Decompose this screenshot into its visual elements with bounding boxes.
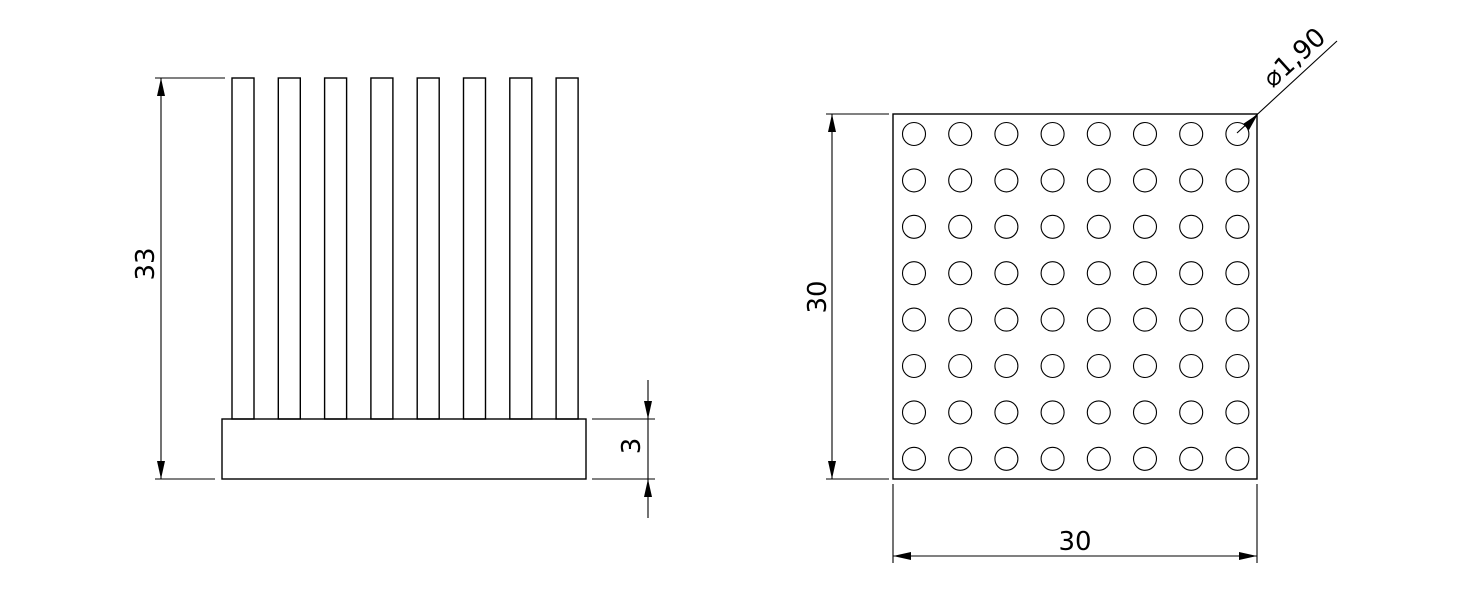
pin-hole — [948, 261, 973, 286]
pin-hole — [1179, 168, 1204, 193]
pin-hole — [948, 168, 973, 193]
arrowhead — [157, 461, 165, 479]
pin-hole — [901, 121, 927, 147]
pin-hole — [901, 400, 927, 425]
pin-hole — [948, 307, 973, 332]
fin — [416, 77, 440, 420]
pin-hole — [1132, 353, 1158, 379]
pin-hole — [1179, 446, 1204, 471]
pin-hole — [994, 446, 1019, 471]
pin-hole — [1132, 261, 1158, 286]
pin-hole — [1179, 353, 1204, 379]
pin-hole — [1086, 168, 1111, 193]
top-view: 30 30 ⌀1,90 — [803, 22, 1338, 563]
fin — [323, 77, 348, 420]
pin-hole — [994, 214, 1019, 239]
pin-hole — [1132, 400, 1158, 425]
pin-grid — [901, 121, 1250, 471]
pin-hole — [994, 121, 1019, 147]
pin-hole — [1132, 214, 1158, 239]
arrowhead — [1243, 114, 1258, 130]
pin-hole — [901, 353, 927, 379]
pin-hole — [901, 446, 927, 471]
pin-hole — [1225, 353, 1250, 379]
pin-hole — [901, 307, 927, 332]
pin-hole — [948, 400, 973, 425]
pin-hole — [1132, 446, 1158, 471]
arrowhead — [828, 114, 836, 132]
pin-hole — [994, 400, 1019, 425]
base-thickness-label: 3 — [617, 438, 647, 455]
pin-hole — [901, 168, 927, 193]
pin-hole — [1225, 307, 1250, 332]
pin-diameter-callout: ⌀1,90 — [1236, 22, 1338, 134]
fin — [370, 77, 394, 420]
pin-hole — [1132, 121, 1158, 147]
pin-hole — [1132, 168, 1158, 193]
fin — [277, 77, 301, 420]
fin — [555, 77, 579, 420]
arrowhead — [157, 78, 165, 96]
top-view-height-label: 30 — [803, 280, 833, 313]
base-thickness-dimension: 3 — [592, 380, 655, 518]
fin — [231, 77, 255, 420]
pin-hole — [1040, 400, 1065, 425]
pin-hole — [1086, 261, 1111, 286]
pin-hole — [948, 353, 973, 379]
pin-hole — [994, 168, 1019, 193]
pin-hole — [1132, 307, 1158, 332]
arrowhead — [828, 461, 836, 479]
pin-hole — [1086, 307, 1111, 332]
arrowhead — [644, 479, 652, 497]
pin-hole — [1040, 261, 1065, 286]
pin-hole — [901, 214, 927, 239]
pin-hole — [1040, 121, 1065, 147]
pin-hole — [1040, 168, 1065, 193]
pin-diameter-label: ⌀1,90 — [1257, 22, 1332, 94]
pin-hole — [948, 121, 973, 147]
side-view-base-plate — [221, 418, 587, 480]
pin-hole — [994, 353, 1019, 379]
pin-hole — [948, 214, 973, 239]
arrowhead — [644, 401, 652, 419]
fin — [509, 77, 533, 420]
pin-hole — [1179, 307, 1204, 332]
pin-hole — [1179, 261, 1204, 286]
pin-hole — [1086, 400, 1111, 425]
top-view-width-label: 30 — [1058, 527, 1091, 557]
pin-hole — [1040, 214, 1065, 239]
pin-hole — [901, 261, 927, 286]
pin-hole — [1225, 168, 1250, 193]
pin-hole — [1179, 214, 1204, 239]
pin-hole — [1225, 400, 1250, 425]
pin-hole — [1040, 307, 1065, 332]
height-dimension: 33 — [131, 77, 225, 480]
pin-hole — [1040, 446, 1065, 471]
pin-hole — [1086, 121, 1111, 147]
pin-hole — [948, 446, 973, 471]
pin-hole — [1225, 121, 1250, 147]
top-view-height-dimension: 30 — [803, 113, 889, 480]
pin-hole — [1040, 353, 1065, 379]
side-view-fins — [231, 77, 579, 420]
pin-hole — [1225, 446, 1250, 471]
arrowhead — [893, 552, 911, 560]
top-view-outline — [892, 113, 1258, 480]
pin-hole — [1086, 214, 1111, 239]
top-view-width-dimension: 30 — [892, 484, 1258, 563]
arrowhead — [1239, 552, 1257, 560]
pin-hole — [994, 307, 1019, 332]
pin-hole — [994, 261, 1019, 286]
pin-hole — [1086, 446, 1111, 471]
pin-hole — [1179, 400, 1204, 425]
pin-hole — [1225, 261, 1250, 286]
pin-hole — [1086, 353, 1111, 379]
side-view: 33 3 — [131, 77, 655, 518]
fin — [462, 77, 487, 420]
pin-hole — [1225, 214, 1250, 239]
height-dimension-label: 33 — [131, 247, 161, 280]
pin-hole — [1179, 121, 1204, 147]
